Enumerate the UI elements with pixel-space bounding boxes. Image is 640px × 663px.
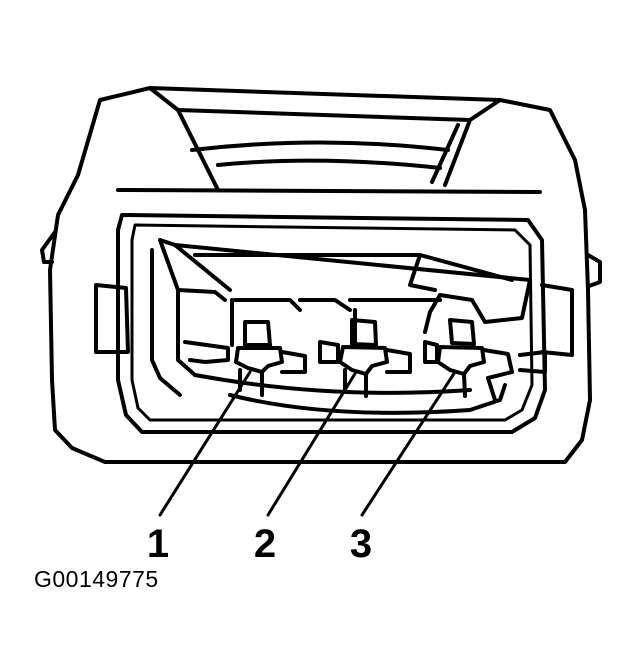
pin-label-2: 2	[254, 522, 276, 566]
leader-line-3	[360, 370, 457, 517]
terminal-1	[183, 320, 307, 397]
leader-line-2	[266, 370, 358, 517]
pin-label-3: 3	[350, 522, 372, 566]
figure-code: G00149775	[34, 566, 159, 592]
terminal-2	[318, 318, 412, 398]
terminal-3	[423, 318, 547, 402]
leader-lines	[158, 370, 457, 517]
leader-line-1	[158, 370, 252, 517]
locking-latch	[116, 86, 542, 194]
terminal-block	[150, 238, 532, 415]
pin-label-1: 1	[147, 522, 169, 566]
connector-housing	[40, 86, 602, 464]
connector-cavity	[94, 213, 574, 434]
